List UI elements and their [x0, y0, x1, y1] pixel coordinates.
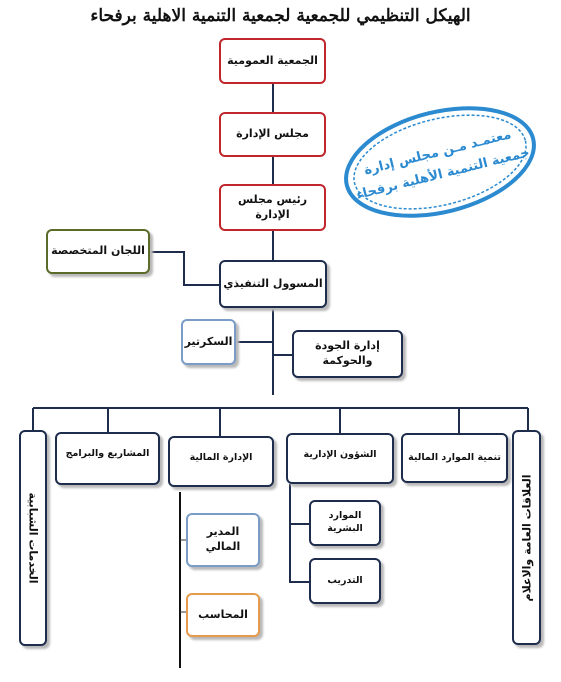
youth-services-box: الخدمات الشبابية: [19, 430, 47, 646]
executive-box: المسوول التنفيذي: [219, 260, 327, 308]
quality-governance-box: إدارة الجودة والحوكمة: [292, 330, 403, 378]
accountant-box: المحاسب: [186, 593, 260, 637]
administrative-affairs-label: الشؤون الإدارية: [303, 449, 377, 460]
secretary-box: السكرتير: [181, 319, 236, 365]
training-box: التدريب: [309, 558, 381, 604]
accountant-label: المحاسب: [198, 607, 248, 621]
financial-manager-label: المدير المالي: [205, 525, 241, 553]
board-chairman-box: رئيس مجلس الإدارة: [219, 184, 326, 231]
financial-admin-label: الإدارة المالية: [189, 452, 253, 463]
youth-services-label: الخدمات الشبابية: [26, 492, 40, 584]
human-resources-label: الموارد البشرية: [327, 510, 363, 534]
financial-resources-dev-box: تنمية الموارد المالية: [401, 433, 508, 483]
financial-admin-box: الإدارة المالية: [168, 436, 274, 487]
public-relations-label: العلاقات العامة والاعلام: [520, 474, 533, 601]
chart-title: الهيكل التنظيمي للجمعية لجمعية التنمية ا…: [90, 6, 471, 26]
secretary-label: السكرتير: [184, 334, 233, 348]
executive-label: المسوول التنفيذي: [223, 276, 323, 290]
committees-box: اللجان المتخصصة: [46, 229, 150, 274]
connector: [150, 251, 219, 286]
financial-manager-box: المدير المالي: [186, 513, 260, 567]
financial-resources-dev-label: تنمية الموارد المالية: [408, 451, 501, 463]
administrative-affairs-box: الشؤون الإدارية: [286, 433, 394, 484]
projects-programs-box: المشاريع والبرامج: [55, 432, 160, 485]
human-resources-box: الموارد البشرية: [309, 500, 381, 546]
board-box: مجلس الإدارة: [219, 112, 326, 157]
quality-governance-label: إدارة الجودة والحوكمة: [315, 339, 380, 367]
general-assembly-box: الجمعية العمومية: [219, 38, 326, 84]
training-label: التدريب: [327, 574, 363, 586]
committees-label: اللجان المتخصصة: [51, 244, 145, 258]
public-relations-box: العلاقات العامة والاعلام: [512, 430, 541, 645]
projects-programs-label: المشاريع والبرامج: [65, 448, 150, 459]
board-chairman-label: رئيس مجلس الإدارة: [237, 192, 308, 221]
board-label: مجلس الإدارة: [236, 127, 309, 141]
general-assembly-label: الجمعية العمومية: [227, 53, 318, 67]
